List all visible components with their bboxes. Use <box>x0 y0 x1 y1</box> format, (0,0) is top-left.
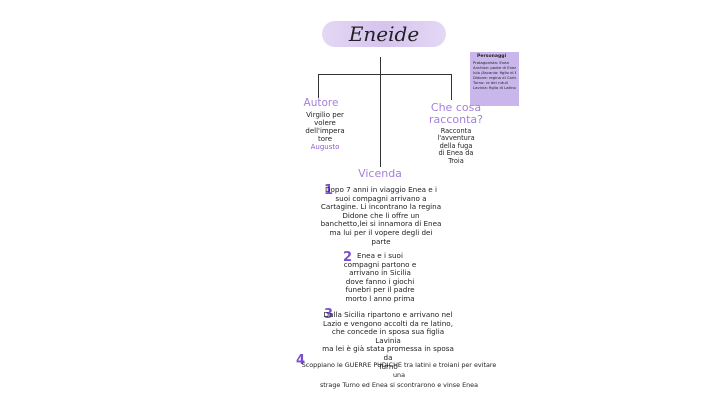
racconta-text: Racconta l'avventura della fuga di Enea … <box>437 127 475 165</box>
autore-text: Virgilio per volere dell'impera tore Aug… <box>296 111 354 151</box>
step-3-text: Dalla Sicilia ripartono e arrivano nel L… <box>322 310 454 371</box>
step-2-number: 2 <box>343 250 353 265</box>
page-title: Eneide <box>348 22 420 46</box>
branch-right-line <box>451 74 452 100</box>
step-4-text: Scoppiano le GUERRE PUDICHE tra latini e… <box>301 361 497 389</box>
branch-line <box>318 74 452 75</box>
main-trunk-line <box>380 57 381 167</box>
character-line: Anchise: padre di Enea <box>473 65 516 70</box>
branch-left-line <box>318 74 319 98</box>
characters-box: Personaggi Protagonista: Enea Anchise: p… <box>470 52 519 106</box>
step-1-text: Dopo 7 anni in viaggio Enea e i suoi com… <box>320 185 442 246</box>
autore-heading: Autore <box>303 97 339 109</box>
character-line: Turno: re dei rutuli <box>473 80 508 85</box>
character-line: Protagonista: Enea <box>473 60 509 65</box>
vicenda-heading: Vicenda <box>358 167 402 180</box>
character-line: Iulo /Ascanio: figlio di Enea <box>473 70 516 75</box>
step-4-number: 4 <box>296 353 306 368</box>
characters-heading: Personaggi <box>477 54 507 59</box>
title-highlight <box>322 21 446 47</box>
character-line: Lavinia: figlia di Latino <box>473 85 516 90</box>
step-3-number: 3 <box>324 307 334 322</box>
autore-highlight: Augusto <box>310 143 340 151</box>
step-2-text: Enea e i suoi compagni partono e arrivan… <box>343 251 417 303</box>
character-line: Didone: regina di Cartagine <box>473 75 516 80</box>
racconta-heading: Che cosa racconta? <box>429 101 483 126</box>
step-1-number: 1 <box>324 183 334 198</box>
